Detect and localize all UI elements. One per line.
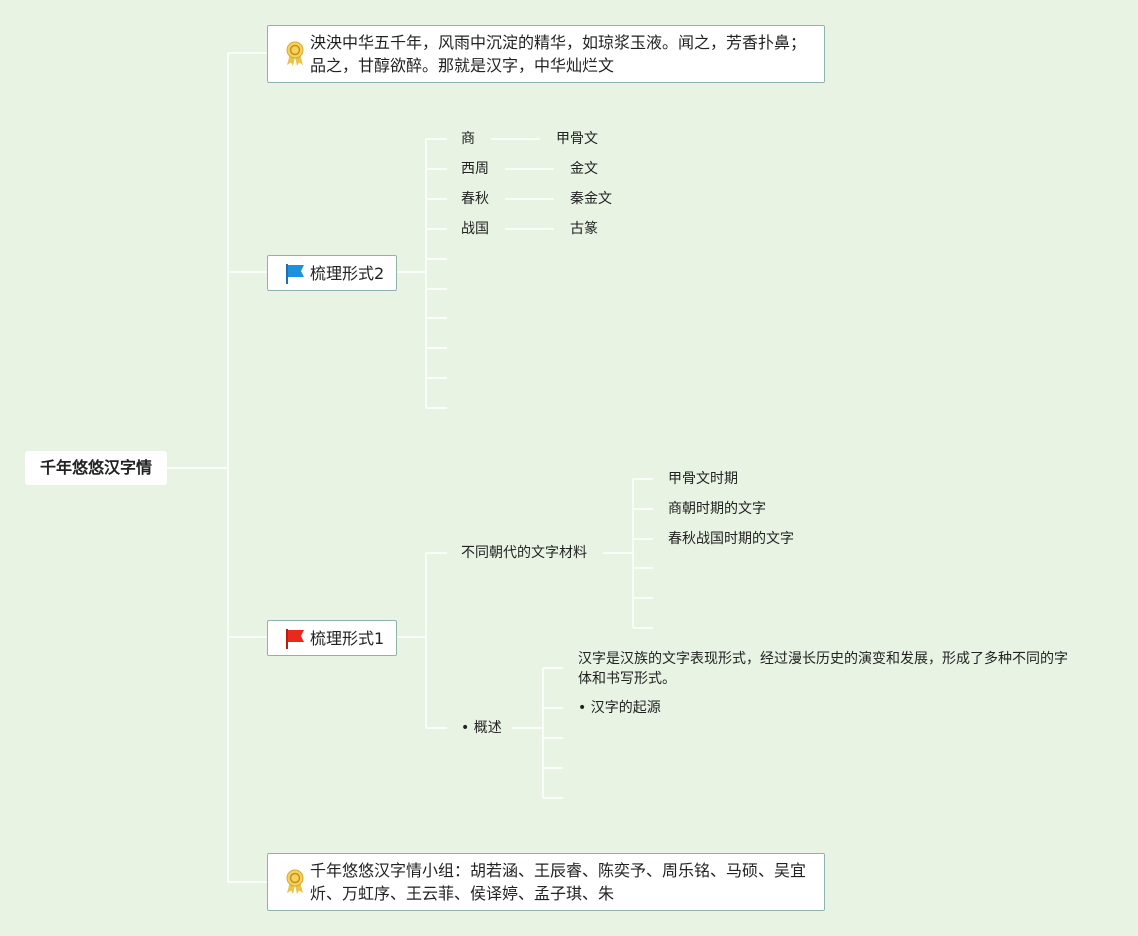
branch2-topic[interactable]: 梳理形式2 xyxy=(267,255,397,291)
script-guzhuan[interactable]: 古篆 xyxy=(570,221,598,237)
script-jiaguwen[interactable]: 甲骨文 xyxy=(556,131,598,147)
red-flag-icon xyxy=(286,629,304,649)
award-ribbon-icon xyxy=(286,869,304,894)
materials-item-chunqiu-zhanguo-script[interactable]: 春秋战国时期的文字 xyxy=(668,531,794,547)
overview-description[interactable]: 汉字是汉族的文字表现形式，经过漫长历史的演变和发展，形成了多种不同的字体和书写形… xyxy=(578,651,1068,687)
top-note-topic[interactable]: 泱泱中华五千年，风雨中沉淀的精华，如琼浆玉液。闻之，芳香扑鼻；品之，甘醇欲醉。那… xyxy=(267,25,825,83)
dynasty-chunqiu[interactable]: 春秋 xyxy=(461,191,489,207)
blue-flag-icon xyxy=(286,264,304,284)
root-topic-label: 千年悠悠汉字情 xyxy=(39,458,152,477)
branch2-label: 梳理形式2 xyxy=(310,264,385,283)
overview-origin[interactable]: • 汉字的起源 xyxy=(578,700,661,716)
dynasty-xizhou[interactable]: 西周 xyxy=(461,161,489,177)
bottom-note-topic[interactable]: 千年悠悠汉字情小组：胡若涵、王辰睿、陈奕予、周乐铭、马硕、吴宜炘、万虹序、王云菲… xyxy=(267,853,825,911)
overview-topic[interactable]: • 概述 xyxy=(461,720,502,736)
script-jinwen[interactable]: 金文 xyxy=(570,161,598,177)
branch1-label: 梳理形式1 xyxy=(310,629,385,648)
bottom-note-text: 千年悠悠汉字情小组：胡若涵、王辰睿、陈奕予、周乐铭、马硕、吴宜炘、万虹序、王云菲… xyxy=(310,861,807,903)
script-qinjinwen[interactable]: 秦金文 xyxy=(570,191,612,207)
materials-topic[interactable]: 不同朝代的文字材料 xyxy=(461,545,587,561)
top-note-text: 泱泱中华五千年，风雨中沉淀的精华，如琼浆玉液。闻之，芳香扑鼻；品之，甘醇欲醉。那… xyxy=(310,33,807,75)
materials-item-shang-script[interactable]: 商朝时期的文字 xyxy=(668,501,766,517)
branch1-topic[interactable]: 梳理形式1 xyxy=(267,620,397,656)
dynasty-zhanguo[interactable]: 战国 xyxy=(461,221,489,237)
root-topic[interactable]: 千年悠悠汉字情 xyxy=(25,451,167,485)
award-ribbon-icon xyxy=(286,41,304,66)
dynasty-shang[interactable]: 商 xyxy=(461,131,475,147)
materials-item-jiaguwen-period[interactable]: 甲骨文时期 xyxy=(668,471,738,487)
